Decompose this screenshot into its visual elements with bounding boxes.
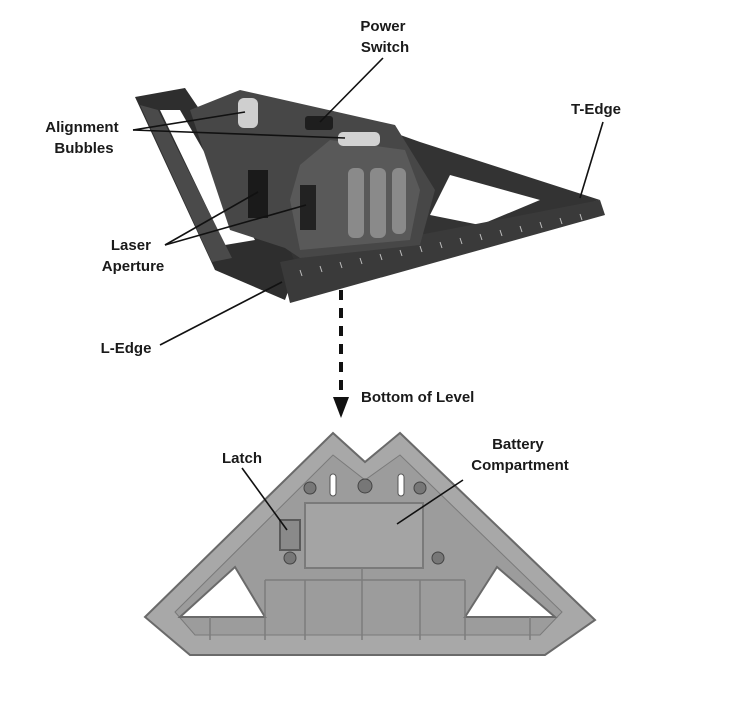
l-edge-ruler	[140, 105, 232, 262]
bottom-of-level-label: Bottom of Level	[361, 389, 474, 406]
screw	[413, 481, 427, 495]
power-switch-line-1: Power	[360, 18, 405, 35]
right-triangle-cutout	[463, 565, 558, 618]
grip-rib	[348, 168, 364, 238]
battery-compartment-label: Battery Compartment	[471, 436, 569, 474]
power-switch-graphic	[305, 116, 333, 130]
latch-label: Latch	[222, 450, 262, 467]
latch-leader	[241, 467, 288, 531]
ruler-strip	[280, 200, 605, 303]
arrow-head	[333, 397, 349, 418]
bubbles-leader-2	[132, 129, 346, 139]
view-arrow	[333, 290, 349, 418]
battery-compartment-line-1: Battery	[492, 436, 544, 453]
battery-leader	[396, 479, 464, 525]
t-edge-label: T-Edge	[571, 101, 621, 118]
alignment-bubbles-label: Alignment Bubbles	[45, 119, 123, 157]
laser-leader-1	[164, 191, 259, 246]
t-edge-cutout	[430, 175, 540, 225]
screw	[431, 551, 445, 565]
laser-aperture-right	[300, 185, 316, 230]
laser-leader-2	[164, 204, 307, 246]
callouts: Power Switch Alignment Bubbles T-Edge La…	[45, 18, 621, 474]
battery-compartment-door	[304, 502, 424, 569]
alignment-bubbles-line-1: Alignment	[45, 119, 118, 136]
slot	[397, 473, 405, 497]
screw	[357, 478, 373, 494]
l-edge-leader	[159, 281, 283, 346]
bubble-vial-top	[238, 98, 258, 128]
power-switch-line-2: Switch	[361, 39, 409, 56]
t-edge-leader	[579, 121, 604, 199]
laser-aperture-label: Laser Aperture	[102, 237, 165, 275]
l-edge-label: L-Edge	[101, 340, 152, 357]
laser-level-top-view	[135, 88, 605, 303]
laser-aperture-left	[248, 170, 268, 218]
left-triangle-cutout	[177, 565, 267, 618]
base-ribs	[209, 568, 531, 640]
bubble-vial-front	[338, 132, 380, 146]
screw	[283, 551, 297, 565]
grip-rib	[370, 168, 386, 238]
slot	[329, 473, 337, 497]
alignment-bubbles-line-2: Bubbles	[54, 140, 113, 157]
leader-lines	[132, 57, 604, 531]
bubbles-leader-1	[132, 111, 246, 131]
laser-aperture-line-2: Aperture	[102, 258, 165, 275]
power-switch-label: Power Switch	[360, 18, 409, 56]
battery-compartment-line-2: Compartment	[471, 457, 569, 474]
screw	[303, 481, 317, 495]
grip-rib	[392, 168, 406, 234]
ruler-ticks	[299, 213, 583, 277]
power-switch-leader	[319, 57, 384, 123]
laser-aperture-line-1: Laser	[111, 237, 151, 254]
